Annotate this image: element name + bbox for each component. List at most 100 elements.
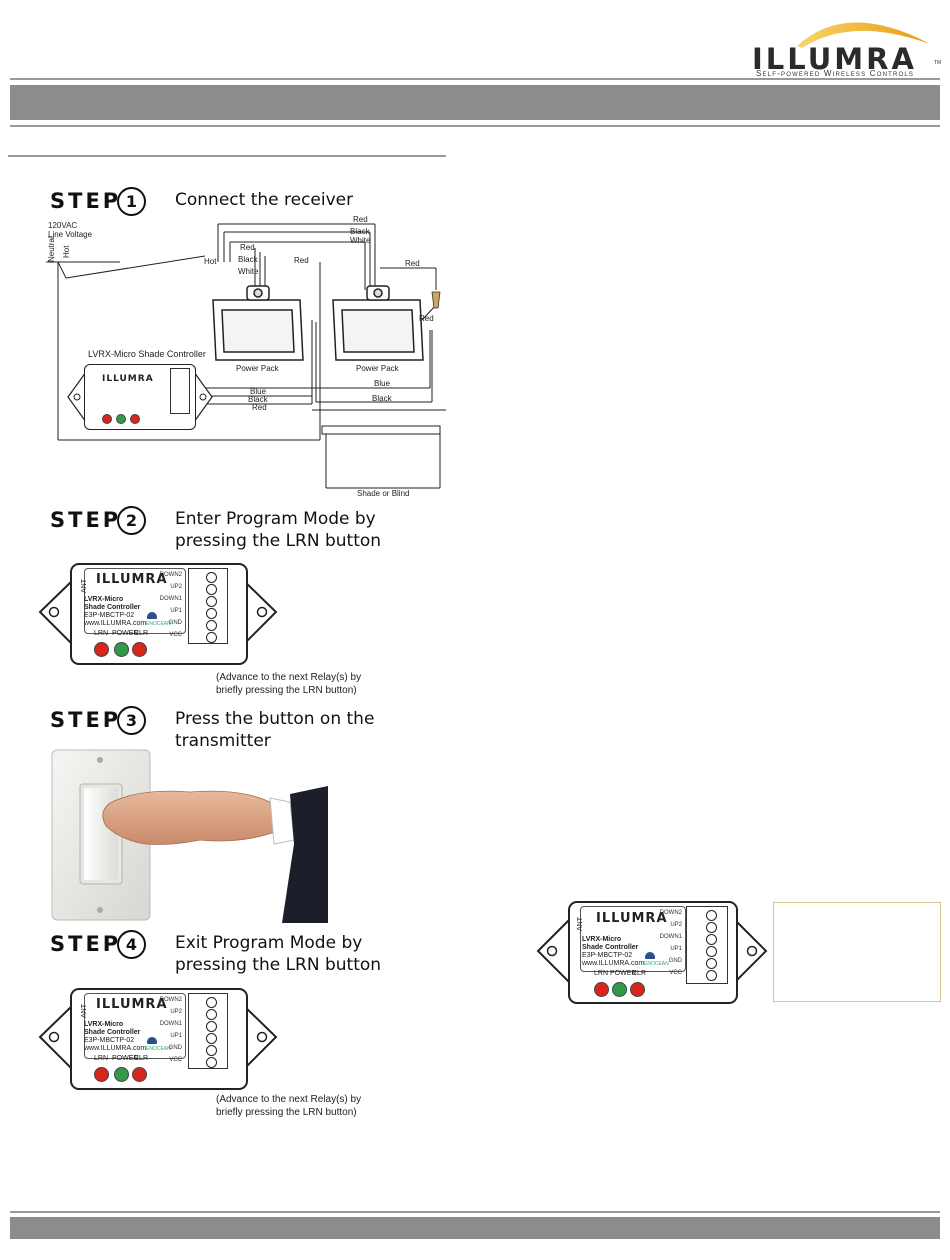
red-label: Red <box>252 403 267 412</box>
company-logo: ILLUMRA TM Self-powered Wireless Control… <box>752 6 942 78</box>
power-pack-1-label: Power Pack <box>236 364 279 373</box>
small-terminal <box>170 368 190 414</box>
controller-label: LVRX-Micro Shade Controller <box>88 349 206 359</box>
step4-ant: ANT <box>80 1004 88 1019</box>
power-pack-2 <box>332 285 424 361</box>
right-pin-down2: DOWN2 <box>659 910 682 916</box>
step4-pin-gnd: GND <box>168 1045 182 1051</box>
black-label: Black <box>248 395 268 404</box>
right-part: E3P-MBCTP-02 <box>582 952 633 959</box>
right-led-lrn[interactable] <box>594 982 609 997</box>
step2-pin-vcc: VCC <box>169 632 182 638</box>
step2-btn-clr: CLR <box>134 630 149 637</box>
step4-enocean-icon <box>147 1037 157 1044</box>
step4-btn-lrn: LRN <box>94 1055 109 1062</box>
step4-caption-line1: (Advance to the next Relay(s) by <box>216 1094 362 1105</box>
right-name2: Shade Controller <box>582 944 639 951</box>
step4-caption-line2: briefly pressing the LRN button) <box>216 1107 357 1118</box>
step2-pin-down2: DOWN2 <box>159 572 182 578</box>
step4-url: www.ILLUMRA.com <box>84 1045 147 1052</box>
header-bottom-rule <box>10 125 940 127</box>
step1-word: STEP <box>50 189 122 213</box>
header-top-rule <box>10 78 940 80</box>
step4-name1: LVRX-Micro <box>84 1021 124 1028</box>
step4-title-line1: Exit Program Mode by <box>175 933 363 953</box>
small-led-clr <box>130 414 140 424</box>
step4-title-line2: pressing the LRN button <box>175 955 382 975</box>
logo-wordmark: ILLUMRA <box>752 42 917 76</box>
controller-small: ILLUMRA <box>66 362 214 432</box>
right-pin-gnd: GND <box>668 958 682 964</box>
step2-led-lrn[interactable] <box>94 642 109 657</box>
step4-pin-up1: UP1 <box>170 1033 182 1039</box>
step3-title-line1: Press the button on the <box>175 709 375 729</box>
pack2-black-label: Black <box>350 227 370 236</box>
right-enocean-icon <box>645 952 655 959</box>
section-rule <box>8 155 446 157</box>
step4-word: STEP <box>50 932 122 956</box>
wiring-diagram <box>46 223 446 489</box>
right-pin-down1: DOWN1 <box>659 934 682 940</box>
right-pin-up2: UP2 <box>670 922 682 928</box>
step2-caption-line2: briefly pressing the LRN button) <box>216 685 357 696</box>
step4-part: E3P-MBCTP-02 <box>84 1037 135 1044</box>
step2-pin-up1: UP1 <box>170 608 182 614</box>
step2-led-clr[interactable] <box>132 642 147 657</box>
step2-number: 2 <box>117 506 146 535</box>
step2-enocean-icon <box>147 612 157 619</box>
blue-label: Blue <box>250 387 267 396</box>
step3-word: STEP <box>50 708 122 732</box>
step4-led-lrn[interactable] <box>94 1067 109 1082</box>
red-label-mid: Red <box>294 256 309 265</box>
pack1-red-label: Red <box>240 243 255 252</box>
step1-title: Connect the receiver <box>175 190 354 210</box>
step4-enocean: ENOCEAN <box>146 1046 171 1052</box>
step4-btn-clr: CLR <box>134 1055 149 1062</box>
step4-led-power <box>114 1067 129 1082</box>
right-btn-clr: CLR <box>632 970 647 977</box>
pack2-red-label: Red <box>353 215 368 224</box>
wall-switch-illustration <box>51 749 328 923</box>
header-band <box>10 85 940 120</box>
wire-nut-icon <box>431 291 441 309</box>
power-pack-2-label: Power Pack <box>356 364 399 373</box>
step2-enocean: ENOCEAN <box>146 621 171 627</box>
step2-word: STEP <box>50 508 122 532</box>
switch-red-label: Red <box>405 259 420 268</box>
right-led-clr[interactable] <box>630 982 645 997</box>
logo-sun-arc-icon <box>797 22 930 48</box>
step2-btn-lrn: LRN <box>94 630 109 637</box>
step4-btn-power: POWER <box>112 1055 139 1062</box>
right-pin-up1: UP1 <box>670 946 682 952</box>
hand-icon <box>102 790 276 845</box>
step4-led-clr[interactable] <box>132 1067 147 1082</box>
step4-pin-down1: DOWN1 <box>159 1021 182 1027</box>
step2-title-line2: pressing the LRN button <box>175 531 382 551</box>
step2-url: www.ILLUMRA.com <box>84 620 147 627</box>
controller-step4: ANT ILLUMRA LVRX-Micro Shade Controller … <box>38 985 278 1090</box>
right-pin-vcc: VCC <box>669 970 682 976</box>
right-btn-lrn: LRN <box>594 970 609 977</box>
right-name1: LVRX-Micro <box>582 936 622 943</box>
pack1-black-label: Black <box>238 255 258 264</box>
pack2-red-out-label: Red <box>419 314 434 323</box>
black-label-right: Black <box>372 394 392 403</box>
footer-rule <box>10 1211 940 1213</box>
step2-pin-up2: UP2 <box>170 584 182 590</box>
logo-trademark: TM <box>934 60 942 66</box>
step4-pin-vcc: VCC <box>169 1057 182 1063</box>
step2-ant: ANT <box>80 579 88 594</box>
note-box <box>773 902 941 1002</box>
step2-pin-down1: DOWN1 <box>159 596 182 602</box>
controller-step2: ANT ILLUMRA LVRX-Micro Shade Controller … <box>38 560 278 665</box>
step2-name1: LVRX-Micro <box>84 596 124 603</box>
right-btn-power: POWER <box>610 970 637 977</box>
power-pack-1 <box>212 285 304 361</box>
footer-band <box>10 1217 940 1239</box>
step1-number: 1 <box>117 187 146 216</box>
controller-right: ANT ILLUMRA LVRX-Micro Shade Controller … <box>536 898 768 1004</box>
logo-tagline: Self-powered Wireless Controls <box>756 69 915 78</box>
small-brand: ILLUMRA <box>102 374 154 384</box>
step4-number: 4 <box>117 930 146 959</box>
step2-caption-line1: (Advance to the next Relay(s) by <box>216 672 362 683</box>
